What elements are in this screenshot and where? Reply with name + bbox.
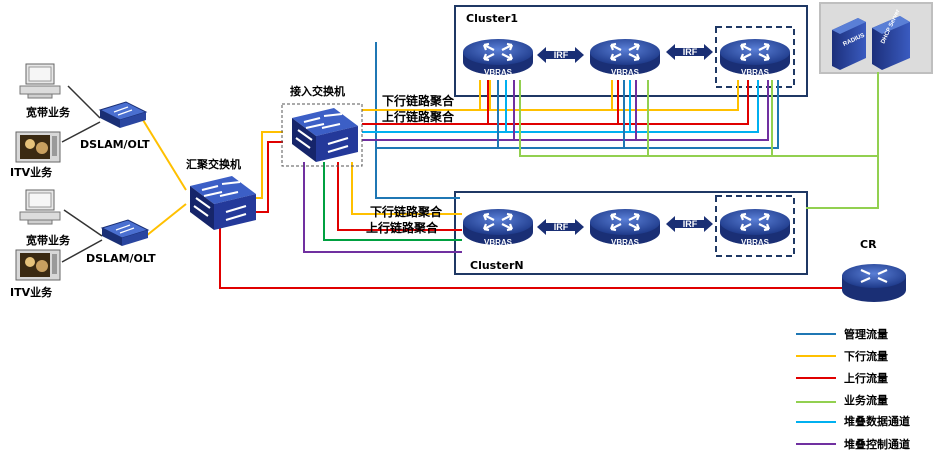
- tv-1: [15, 131, 61, 163]
- broadband-label-1: 宽带业务: [25, 105, 71, 119]
- dslam-2-label: DSLAM/OLT: [86, 252, 156, 265]
- vbras-label: VBRAS: [611, 68, 640, 77]
- itv-label-2: ITV业务: [10, 285, 53, 299]
- link-access-cN-yellow: [351, 162, 462, 215]
- radius-server: RADIUS: [832, 18, 866, 70]
- link-tv2-dslam2: [61, 239, 103, 263]
- irf-label: IRF: [683, 219, 698, 229]
- legend: 管理流量 下行流量 上行流量 业务流量 堆叠数据通道 堆叠控制通道: [796, 327, 910, 451]
- legend-label-5: 堆叠控制通道: [844, 437, 910, 451]
- irf-label: IRF: [554, 222, 569, 232]
- pc-2: [19, 189, 61, 225]
- clusterN-box: [454, 191, 808, 275]
- irf-label: IRF: [554, 50, 569, 60]
- downlink-agg-label-N: 下行链路聚合: [370, 204, 443, 219]
- link-agg-access-yellow: [254, 131, 283, 199]
- legend-label-4: 堆叠数据通道: [844, 414, 910, 428]
- vbras-label: VBRAS: [741, 68, 770, 77]
- vbras-cN-3: VBRAS: [718, 207, 792, 247]
- link-dslam2-agg: [145, 203, 187, 237]
- access-switch-box: [281, 103, 363, 167]
- irf-link-cN-2: IRF: [666, 216, 713, 232]
- broadband-label-2: 宽带业务: [25, 233, 71, 247]
- link-access-c1-cyan: [362, 80, 759, 133]
- vbras-label: VBRAS: [484, 68, 513, 77]
- cr-label: CR: [860, 238, 877, 251]
- access-switch-label: 接入交换机: [290, 84, 345, 98]
- irf-label: IRF: [683, 47, 698, 57]
- link-cN-green: [806, 156, 879, 209]
- pc-1: [19, 63, 61, 99]
- clusterN-label: ClusterN: [470, 259, 524, 272]
- vbras-c1-2: VBRAS: [588, 37, 662, 77]
- access-switch: [291, 107, 359, 163]
- downlink-agg-label-1: 下行链路聚合: [382, 93, 455, 108]
- vbras-label: VBRAS: [741, 238, 770, 247]
- link-agg-cr: [219, 228, 845, 289]
- link-access-c1-red: [362, 80, 749, 125]
- link-access-cN-green: [323, 162, 462, 241]
- standby-box-N: [715, 195, 795, 257]
- cr-router: [842, 264, 906, 302]
- dslam-1: [99, 101, 147, 129]
- uplink-agg-label-N: 上行链路聚合: [366, 220, 439, 235]
- vbras-cN-2: VBRAS: [588, 207, 662, 247]
- irf-link-c1-1: IRF: [537, 47, 584, 63]
- link-c1-cr-green: [772, 72, 879, 157]
- link-access-c1-yellow2: [490, 80, 739, 111]
- tv-2: [15, 249, 61, 281]
- vbras-label: VBRAS: [611, 238, 640, 247]
- irf-link-cN-1: IRF: [537, 219, 584, 235]
- standby-box-1: [715, 26, 795, 88]
- link-pc1-dslam1: [67, 85, 101, 119]
- dslam-2: [101, 219, 149, 247]
- dslam-1-label: DSLAM/OLT: [80, 138, 150, 151]
- legend-label-2: 上行流量: [844, 371, 888, 385]
- vbras-c1-3: VBRAS: [718, 37, 792, 77]
- legend-label-0: 管理流量: [844, 327, 888, 341]
- uplink-agg-label-1: 上行链路聚合: [382, 109, 455, 124]
- link-access-cN-purple: [303, 162, 462, 253]
- aggregation-switch: [189, 175, 257, 231]
- irf-link-c1-2: IRF: [666, 44, 713, 60]
- link-access-c1-blue: [376, 80, 779, 149]
- link-c1-green: [519, 80, 772, 157]
- vbras-label: VBRAS: [484, 238, 513, 247]
- vbras-c1-1: VBRAS: [461, 37, 535, 77]
- link-agg-access-red: [254, 141, 283, 213]
- link-tv1-dslam1: [61, 121, 101, 143]
- vbras-cN-1: VBRAS: [461, 207, 535, 247]
- link-access-cN-red: [337, 162, 462, 231]
- link-dslam1-agg: [142, 119, 187, 191]
- legend-label-3: 业务流量: [844, 393, 888, 407]
- aggregation-switch-label: 汇聚交换机: [186, 157, 241, 171]
- cluster1-label: Cluster1: [466, 12, 518, 25]
- mgmt-line: [375, 42, 460, 199]
- itv-label-1: ITV业务: [10, 165, 53, 179]
- link-pc2-dslam2: [63, 209, 103, 237]
- legend-label-1: 下行流量: [844, 349, 888, 363]
